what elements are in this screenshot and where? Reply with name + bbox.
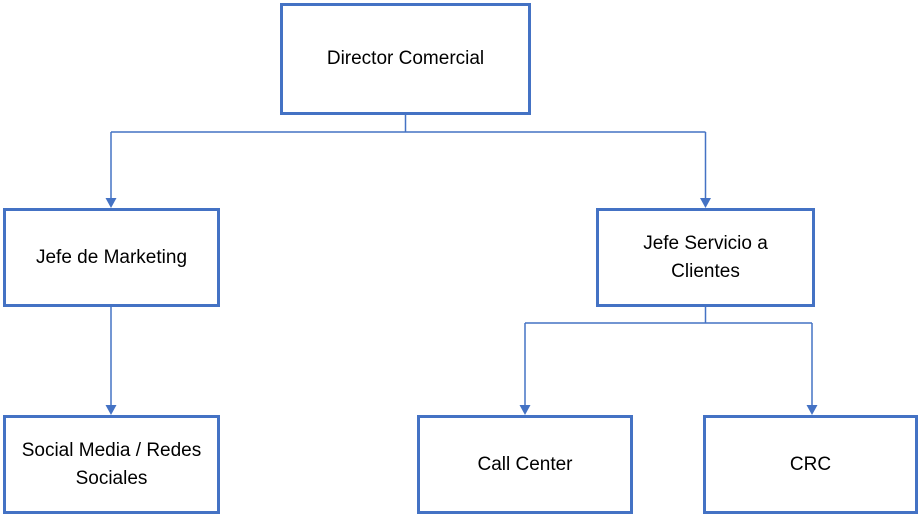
org-node-label: Jefe Servicio a Clientes — [643, 232, 768, 282]
org-node-label: Call Center — [477, 453, 573, 475]
org-node-crc: CRC — [703, 415, 918, 514]
arrowhead-callcenter — [519, 405, 531, 415]
org-node-label: Director Comercial — [326, 48, 485, 70]
org-node-label: Social Media / Redes Sociales — [21, 439, 202, 489]
org-node-call-center: Call Center — [417, 415, 633, 514]
org-node-jefe-de-marketing: Jefe de Marketing — [3, 208, 220, 307]
org-node-label: Jefe de Marketing — [35, 246, 188, 268]
org-node-social-media-redes: Social Media / Redes Sociales — [3, 415, 220, 514]
org-node-director-comercial: Director Comercial — [280, 3, 531, 115]
org-node-label: CRC — [789, 453, 832, 475]
arrowhead-marketing — [105, 198, 117, 208]
arrowheads — [105, 198, 818, 415]
arrowhead-servicio — [700, 198, 711, 208]
arrowhead-crc — [806, 405, 818, 415]
arrowhead-social — [105, 405, 117, 415]
connector-lines — [110, 115, 813, 408]
org-node-jefe-servicio-a-clientes: Jefe Servicio a Clientes — [596, 208, 815, 307]
